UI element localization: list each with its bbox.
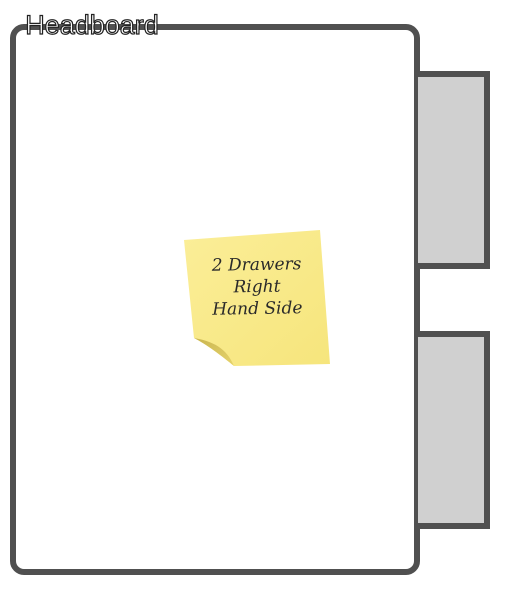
sticky-note-paper [184,230,330,366]
sticky-note-text: 2 Drawers Right Hand Side [189,253,324,321]
drawer-top [418,71,490,269]
drawer-bottom [418,331,490,529]
sticky-note-line-1: 2 Drawers [211,254,302,276]
headboard-label: Headboard [0,8,406,42]
sticky-note: 2 Drawers Right Hand Side [182,226,332,368]
headboard-label-text: Headboard [25,9,160,40]
sticky-note-line-3: Hand Side [212,298,303,320]
sticky-note-line-2: Right [233,276,281,298]
